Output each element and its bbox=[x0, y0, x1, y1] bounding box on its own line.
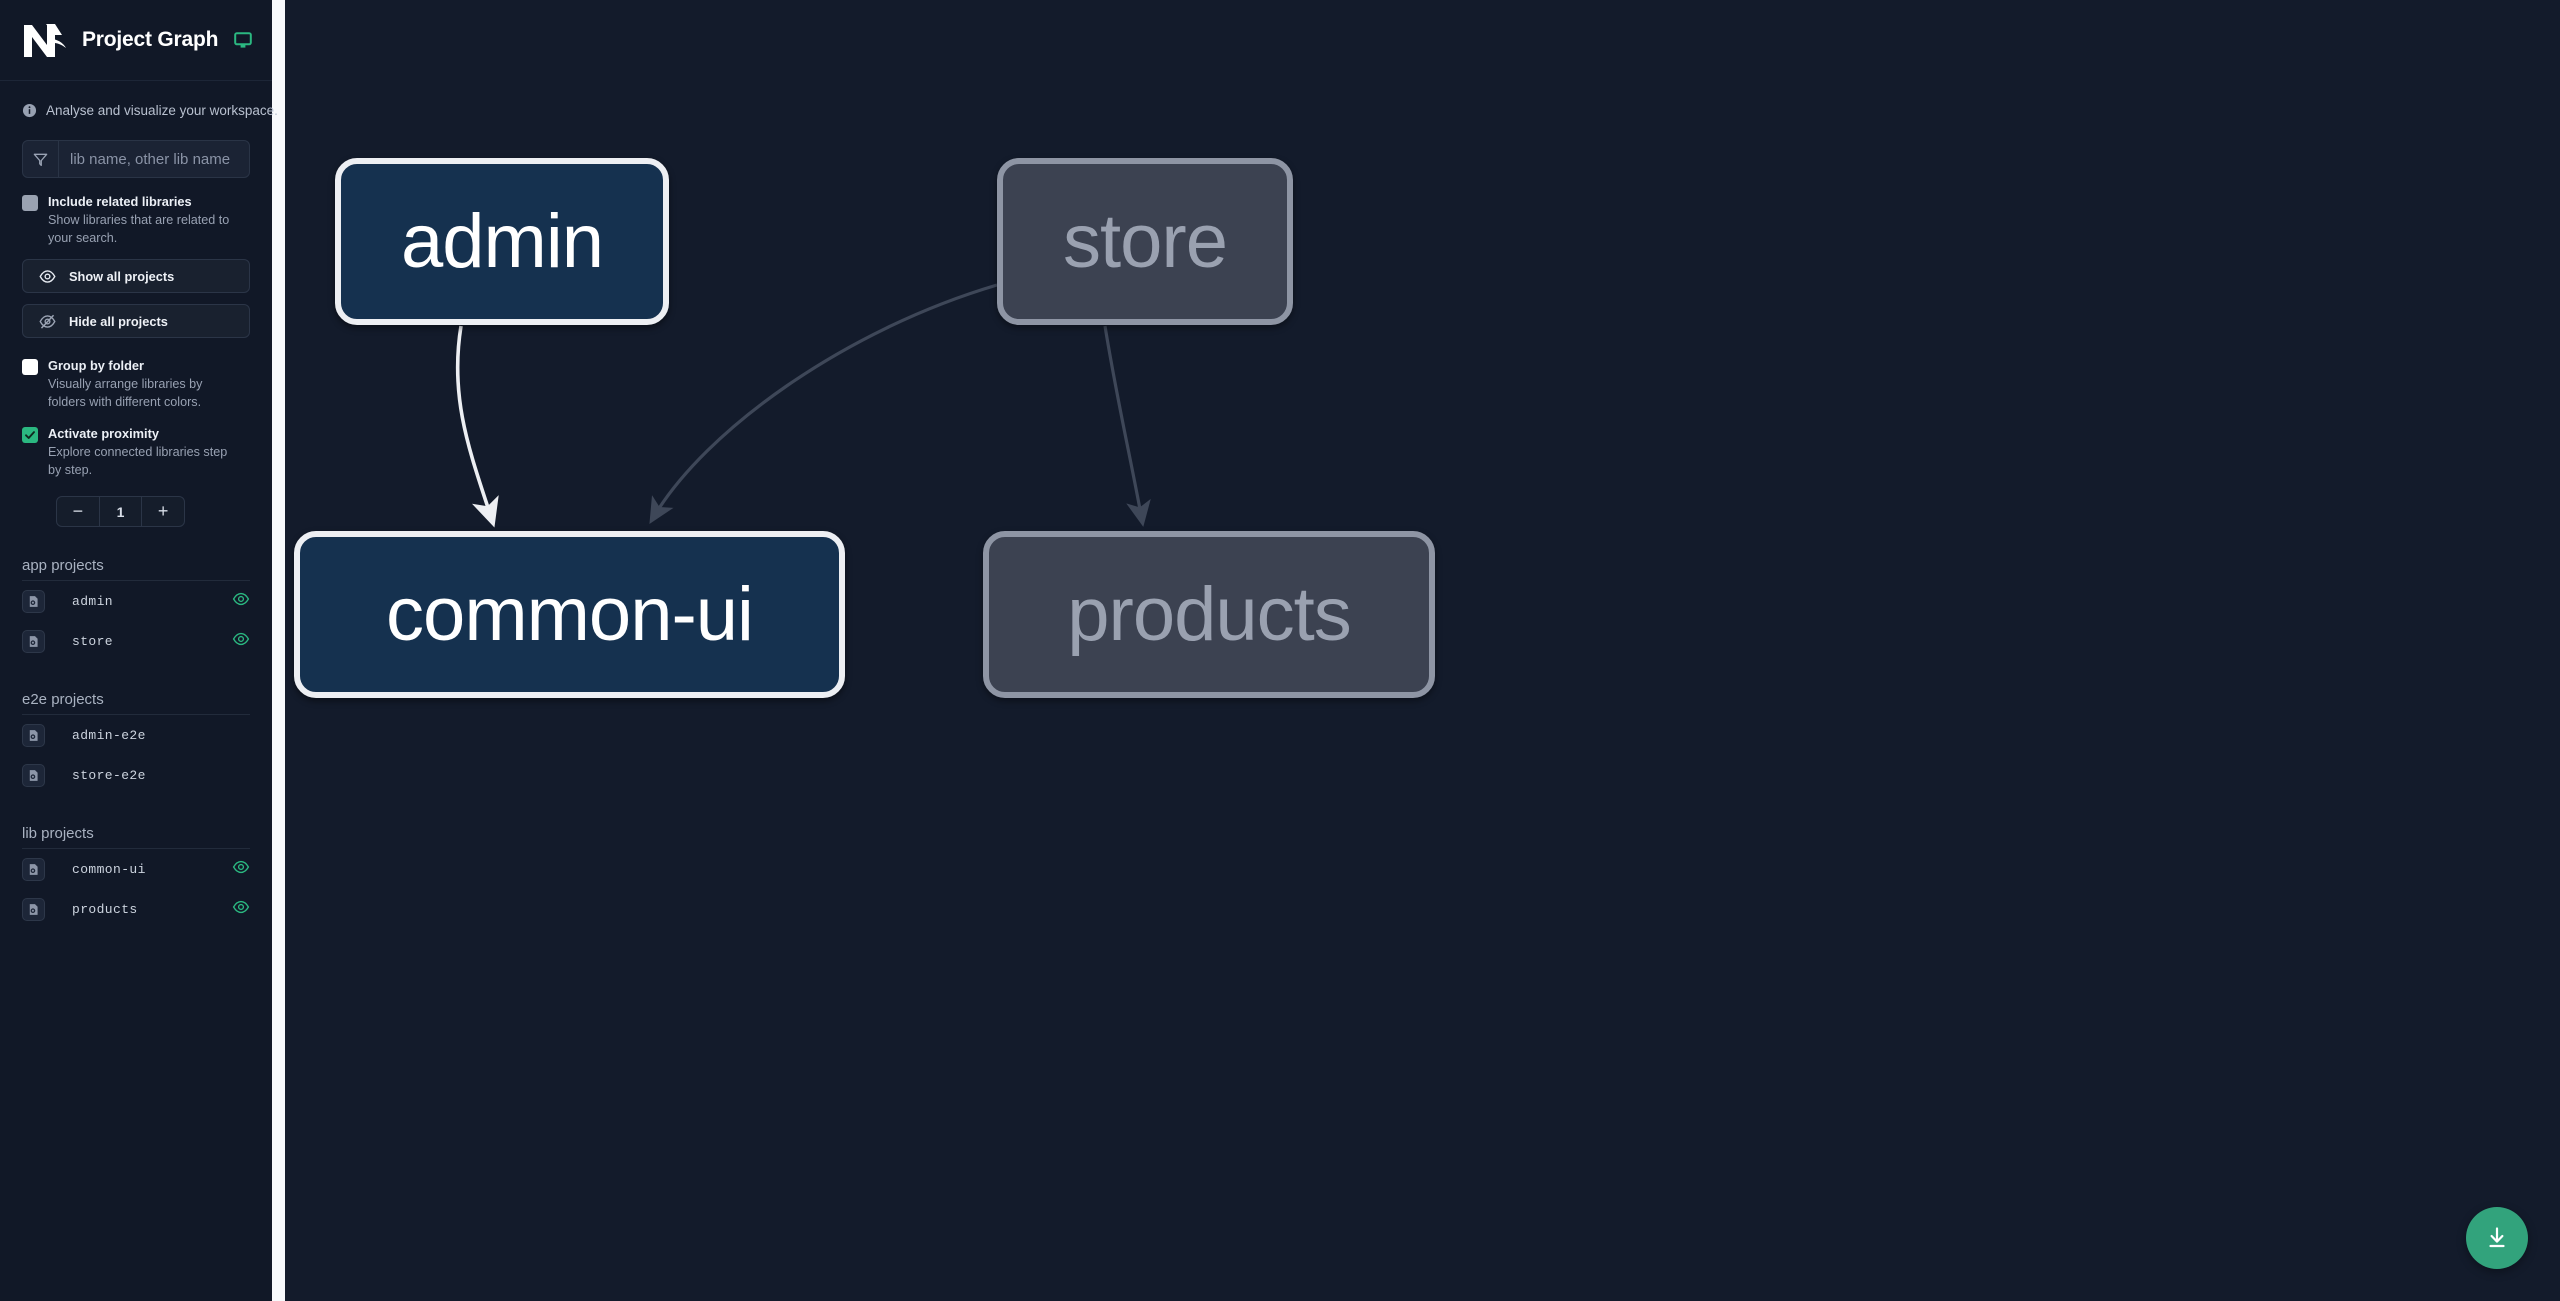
filter-icon bbox=[23, 141, 59, 177]
hide-all-projects-button[interactable]: Hide all projects bbox=[22, 304, 250, 339]
project-file-icon bbox=[22, 629, 45, 653]
option-include-related-libraries[interactable]: Include related libraries Show libraries… bbox=[22, 193, 250, 248]
sidebar-controls: Include related libraries Show libraries… bbox=[0, 118, 272, 929]
graph-edge-admin-to-common-ui bbox=[455, 325, 499, 528]
proximity-value: 1 bbox=[98, 497, 143, 527]
project-groups: app projects admin store e2e projects ad… bbox=[22, 557, 250, 929]
option-activate-proximity[interactable]: Activate proximity Explore connected lib… bbox=[22, 425, 250, 480]
eye-off-icon bbox=[39, 314, 56, 329]
check-icon bbox=[25, 431, 35, 439]
proximity-decrement-button[interactable]: − bbox=[72, 501, 84, 522]
tagline: Analyse and visualize your workspace. bbox=[0, 81, 278, 118]
project-row-store-e2e[interactable]: store-e2e bbox=[22, 755, 250, 795]
download-icon bbox=[2489, 1227, 2505, 1248]
graph-node-label: common-ui bbox=[386, 572, 754, 657]
search-input[interactable] bbox=[59, 141, 249, 177]
graph-node-admin[interactable]: admin bbox=[335, 158, 669, 325]
graph-node-label: products bbox=[1067, 572, 1351, 657]
project-name: common-ui bbox=[72, 861, 146, 877]
project-file-icon bbox=[22, 763, 45, 787]
project-file-icon bbox=[22, 897, 45, 921]
group-heading-app-projects: app projects bbox=[22, 557, 250, 582]
group-by-folder-checkbox[interactable] bbox=[22, 359, 38, 376]
option-group-by-folder[interactable]: Group by folder Visually arrange librari… bbox=[22, 357, 250, 412]
project-visibility-eye-icon[interactable] bbox=[232, 630, 250, 653]
sidebar: Project Graph Analyse and visualize your… bbox=[0, 0, 278, 1301]
graph-canvas[interactable]: admin store common-ui products bbox=[285, 0, 2560, 1301]
option-description: Explore connected libraries step by step… bbox=[48, 445, 228, 478]
option-description: Visually arrange libraries by folders wi… bbox=[48, 377, 203, 410]
graph-node-common-ui[interactable]: common-ui bbox=[294, 531, 845, 698]
option-description: Show libraries that are related to your … bbox=[48, 213, 230, 246]
hide-all-projects-label: Hide all projects bbox=[69, 313, 168, 329]
proximity-increment-button[interactable]: + bbox=[157, 501, 169, 522]
graph-edge-store-to-products bbox=[1103, 325, 1151, 527]
nx-logo bbox=[22, 21, 68, 59]
eye-icon bbox=[39, 269, 56, 283]
project-file-icon bbox=[22, 723, 45, 747]
graph-node-label: store bbox=[1063, 199, 1228, 284]
graph-node-products[interactable]: products bbox=[983, 531, 1435, 698]
group-heading-lib-projects: lib projects bbox=[22, 825, 250, 850]
project-name: admin-e2e bbox=[72, 727, 146, 743]
proximity-stepper[interactable]: − 1 + bbox=[56, 496, 185, 528]
project-name: admin bbox=[72, 593, 114, 609]
show-all-projects-label: Show all projects bbox=[69, 268, 175, 284]
option-title: Activate proximity bbox=[48, 426, 159, 442]
info-icon bbox=[22, 103, 37, 118]
project-name: store bbox=[72, 633, 114, 649]
project-name: products bbox=[72, 901, 138, 917]
option-title: Include related libraries bbox=[48, 194, 192, 209]
project-row-admin[interactable]: admin bbox=[22, 581, 250, 621]
graph-edge-store-to-common-ui bbox=[649, 283, 998, 525]
graph-node-store[interactable]: store bbox=[997, 158, 1293, 325]
project-visibility-eye-icon[interactable] bbox=[232, 898, 250, 921]
graph-edges bbox=[455, 283, 1151, 528]
monitor-icon[interactable] bbox=[233, 30, 253, 50]
project-file-icon bbox=[22, 857, 45, 881]
show-all-projects-button[interactable]: Show all projects bbox=[22, 259, 250, 294]
sidebar-header: Project Graph bbox=[0, 0, 272, 81]
graph-node-label: admin bbox=[401, 199, 604, 284]
project-row-store[interactable]: store bbox=[22, 621, 250, 661]
download-graph-button[interactable] bbox=[2466, 1207, 2528, 1269]
project-visibility-eye-icon[interactable] bbox=[232, 590, 250, 613]
project-visibility-eye-icon[interactable] bbox=[232, 858, 250, 881]
include-related-libraries-texts: Include related libraries Show libraries… bbox=[48, 193, 230, 248]
group-by-folder-texts: Group by folder Visually arrange librari… bbox=[48, 357, 230, 412]
option-title: Group by folder bbox=[48, 358, 144, 374]
project-name: store-e2e bbox=[72, 767, 146, 783]
project-file-icon bbox=[22, 589, 45, 613]
page-title: Project Graph bbox=[82, 28, 219, 51]
project-row-products[interactable]: products bbox=[22, 889, 250, 929]
activate-proximity-checkbox[interactable] bbox=[22, 427, 38, 444]
tagline-text: Analyse and visualize your workspace. bbox=[46, 103, 278, 118]
include-related-libraries-checkbox[interactable] bbox=[22, 195, 38, 211]
search-field[interactable] bbox=[22, 140, 250, 178]
activate-proximity-texts: Activate proximity Explore connected lib… bbox=[48, 425, 230, 480]
sidebar-resize-handle[interactable] bbox=[272, 0, 285, 1301]
project-row-common-ui[interactable]: common-ui bbox=[22, 849, 250, 889]
group-heading-e2e-projects: e2e projects bbox=[22, 691, 250, 716]
project-row-admin-e2e[interactable]: admin-e2e bbox=[22, 715, 250, 755]
